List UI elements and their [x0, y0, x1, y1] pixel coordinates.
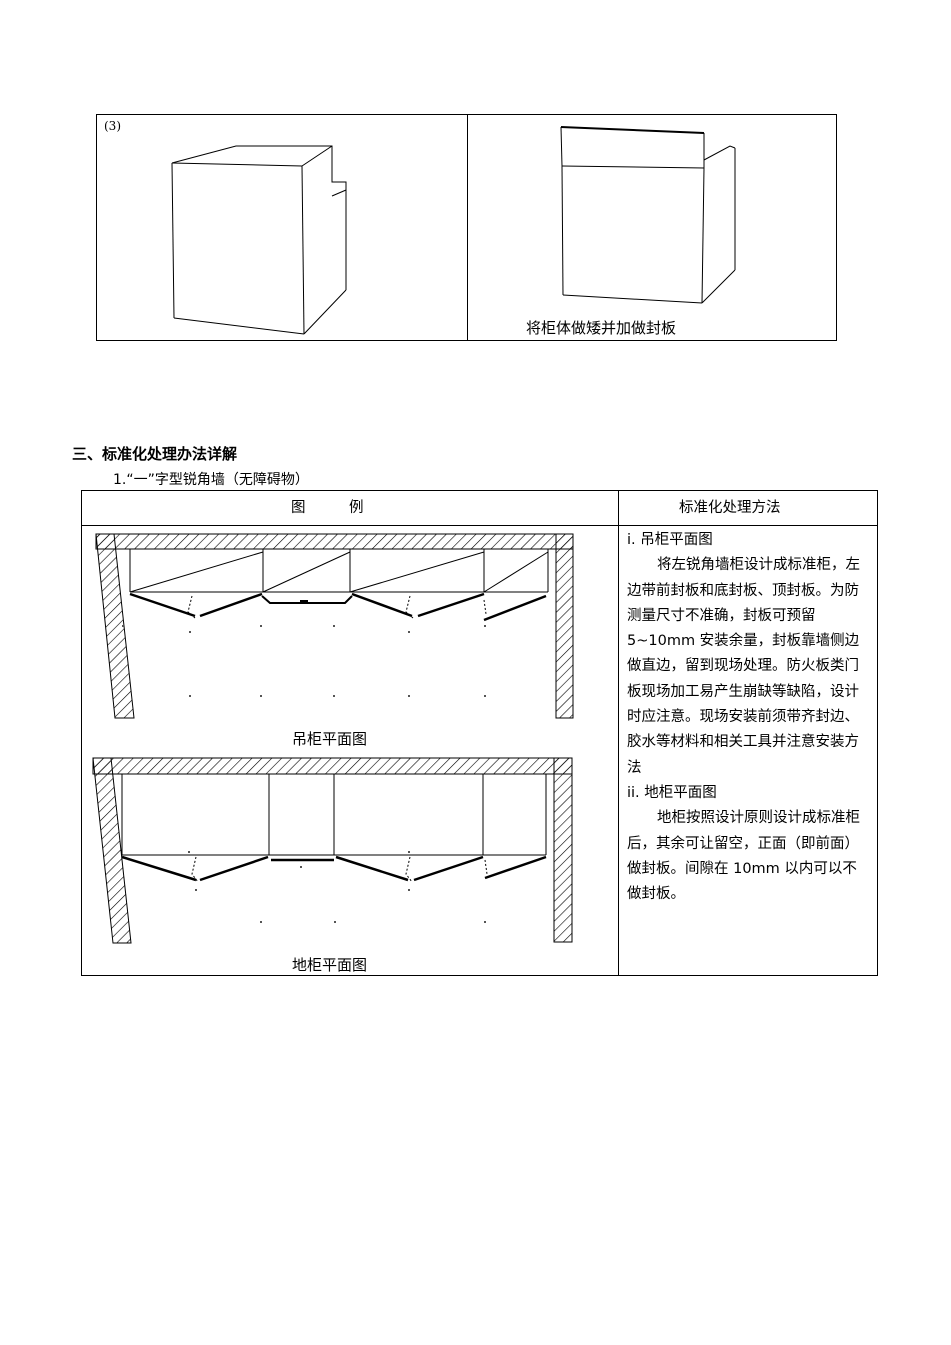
top-table-right-cell — [467, 114, 837, 341]
method-item2-body: 地柜按照设计原则设计成标准柜后，其余可让留空，正面（即前面）做封板。间隙在 10… — [627, 810, 860, 903]
method-item1-title: i. 吊柜平面图 — [627, 532, 713, 548]
method-text: i. 吊柜平面图 将左锐角墙柜设计成标准柜，左边带前封板和底封板、顶封板。为防测… — [627, 528, 871, 907]
col-header-figure: 图 例 — [291, 500, 364, 516]
hanging-cabinet-plan-caption: 吊柜平面图 — [292, 730, 368, 748]
floor-cabinet-plan-caption: 地柜平面图 — [292, 956, 368, 974]
col-header-method: 标准化处理方法 — [679, 500, 781, 516]
method-item2-title: ii. 地柜平面图 — [627, 784, 717, 801]
std-table-body-right — [618, 525, 878, 976]
section-subheading: 1.“一”字型锐角墙（无障碍物） — [113, 472, 309, 488]
figure-number-label: (3) — [104, 119, 121, 133]
cabinet-after-caption: 将柜体做矮并加做封板 — [526, 319, 677, 337]
section-heading: 三、标准化处理办法详解 — [72, 445, 238, 463]
method-item1-body: 将左锐角墙柜设计成标准柜，左边带前封板和底封板、顶封板。为防测量尺寸不准确，封板… — [627, 557, 860, 776]
